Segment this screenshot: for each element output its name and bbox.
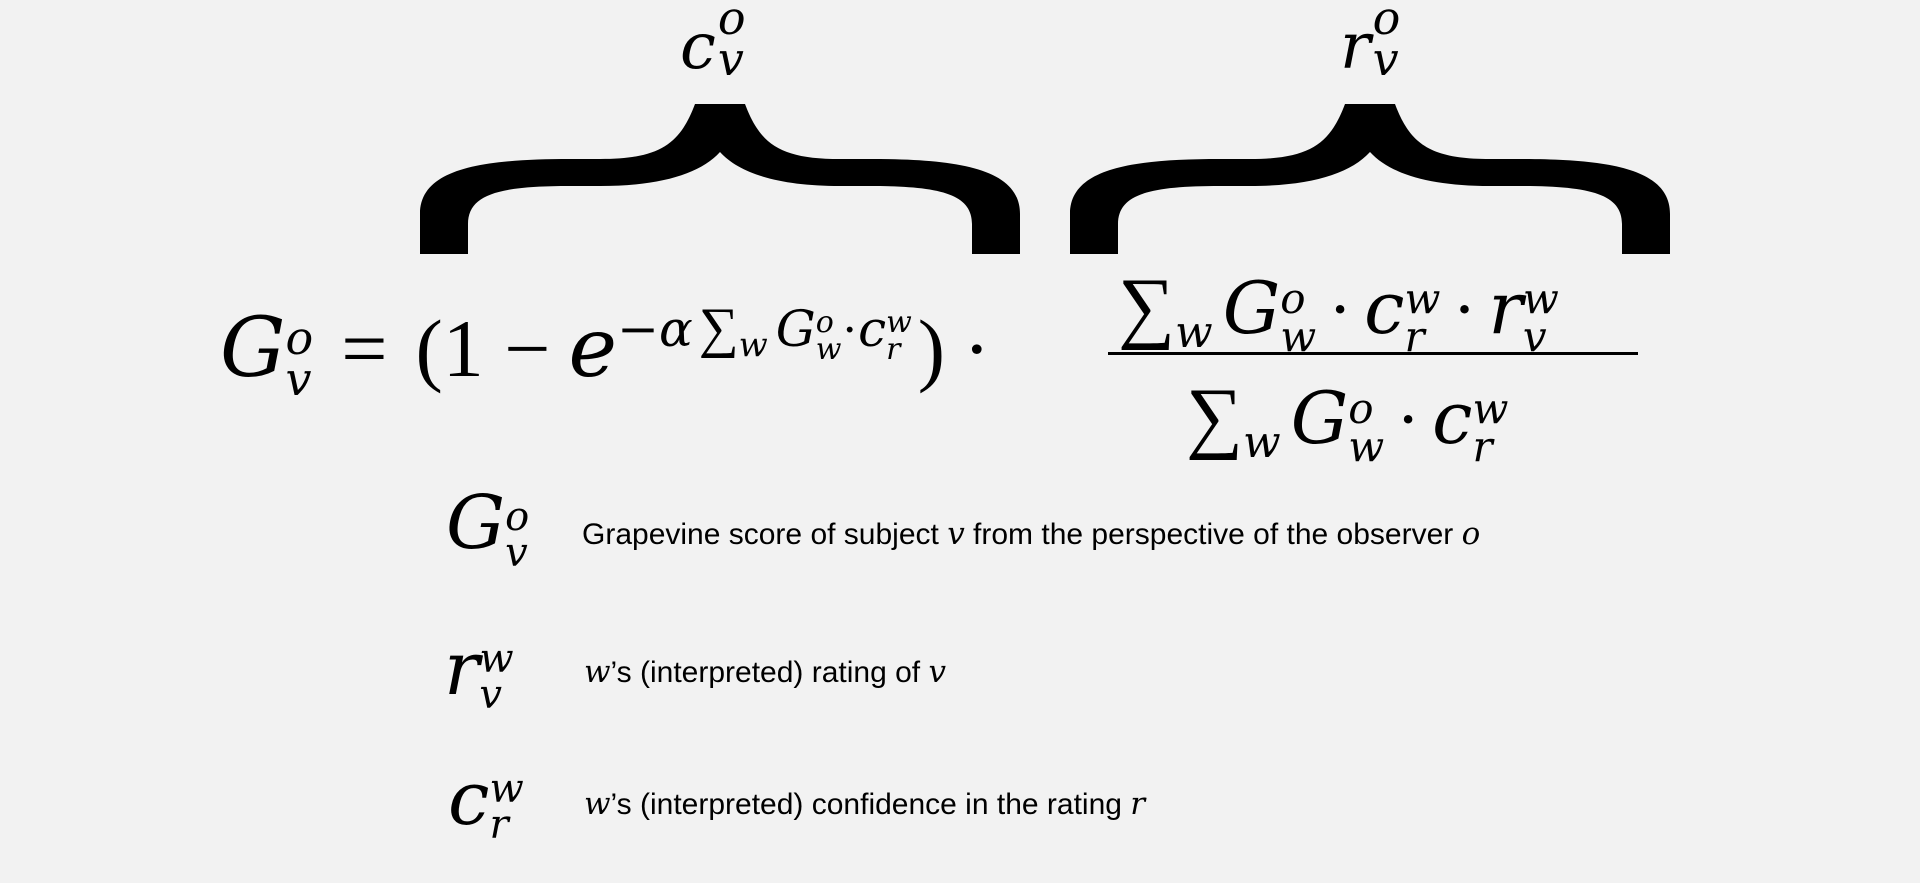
legend-g-var-v: v xyxy=(947,516,965,552)
legend-g-text1: Grapevine score of subject xyxy=(582,518,948,551)
den-dot: · xyxy=(1396,379,1421,459)
den-g-sub: w xyxy=(1348,421,1385,471)
brace-left-label-sup: o xyxy=(717,0,746,45)
den-sigma: ∑ xyxy=(1186,373,1244,461)
exponent-c-sub: r xyxy=(886,332,901,367)
brace-right-label-sup: o xyxy=(1372,0,1401,45)
num-sigma: ∑ xyxy=(1118,263,1176,351)
close-paren: ) xyxy=(917,303,946,394)
lhs-sub: v xyxy=(285,352,312,407)
legend-g-sup: o xyxy=(505,494,530,540)
exponent-prefix: −α xyxy=(617,300,693,358)
exponent-c: c xyxy=(858,300,887,358)
num-dot1: · xyxy=(1328,269,1353,349)
legend-c-base: c xyxy=(448,756,490,842)
num-r-sub: v xyxy=(1522,311,1547,361)
legend-g-base: G xyxy=(446,480,506,566)
legend-c-var-w: w xyxy=(584,786,611,822)
den-c: c xyxy=(1432,376,1473,460)
legend-desc-r: w’s (interpreted) rating of v xyxy=(584,654,946,690)
open-paren: (1 − xyxy=(415,303,551,394)
num-r-sup: w xyxy=(1522,274,1559,323)
exponent-c-sup: w xyxy=(886,305,912,340)
legend-r-base: r xyxy=(444,626,480,712)
lhs-sup: o xyxy=(285,311,314,365)
brace-right-label-sub: v xyxy=(1372,32,1399,87)
multiply-dot: · xyxy=(963,303,991,394)
legend-g-text2: from the perspective of the observer xyxy=(964,518,1462,551)
exponent-g: G xyxy=(775,300,816,358)
den-g: G xyxy=(1290,376,1349,460)
exponent-g-sub: w xyxy=(815,332,842,367)
den-sigma-sub: w xyxy=(1243,417,1281,468)
num-r: r xyxy=(1488,266,1523,350)
brace-left-label-sub: v xyxy=(717,32,744,87)
right-brace xyxy=(1070,104,1670,254)
brace-right-label-base: r xyxy=(1340,10,1371,84)
legend-c-var-r: r xyxy=(1130,786,1146,822)
exponent-sigma-sub: w xyxy=(738,325,768,365)
num-c-sub: r xyxy=(1404,311,1425,361)
legend-c-text: ’s (interpreted) confidence in the ratin… xyxy=(610,788,1131,821)
num-c-sup: w xyxy=(1404,274,1441,323)
equals-sign: = xyxy=(341,303,388,394)
den-g-sup: o xyxy=(1348,384,1374,433)
fraction-bar xyxy=(1108,352,1638,355)
legend-r-text: ’s (interpreted) rating of xyxy=(610,656,929,689)
num-g-sub: w xyxy=(1280,311,1317,361)
legend-r-sup: w xyxy=(479,636,514,682)
num-sigma-sub: w xyxy=(1175,307,1213,358)
num-c: c xyxy=(1364,266,1405,350)
exp-base: e xyxy=(568,301,618,396)
exponent-g-sup: o xyxy=(815,305,834,340)
num-g: G xyxy=(1222,266,1281,350)
exponent-sigma: ∑ xyxy=(698,297,739,359)
legend-r-var-w: w xyxy=(584,654,611,690)
num-g-sup: o xyxy=(1280,274,1306,323)
den-c-sup: w xyxy=(1472,384,1509,433)
legend-desc-c: w’s (interpreted) confidence in the rati… xyxy=(584,786,1145,822)
lhs-base: G xyxy=(220,301,286,396)
legend-c-sub: r xyxy=(489,802,509,848)
legend-desc-g: Grapevine score of subject v from the pe… xyxy=(582,516,1480,552)
exponent-dot: · xyxy=(841,301,859,357)
legend-c-sup: w xyxy=(489,766,524,812)
left-brace xyxy=(420,104,1020,254)
legend-r-var-v: v xyxy=(928,654,946,690)
legend-g-sub: v xyxy=(505,530,528,576)
legend-r-sub: v xyxy=(479,672,502,718)
num-dot2: · xyxy=(1452,269,1477,349)
brace-left-label-base: c xyxy=(680,10,716,84)
den-c-sub: r xyxy=(1472,421,1493,471)
legend-g-var-o: o xyxy=(1461,516,1481,552)
